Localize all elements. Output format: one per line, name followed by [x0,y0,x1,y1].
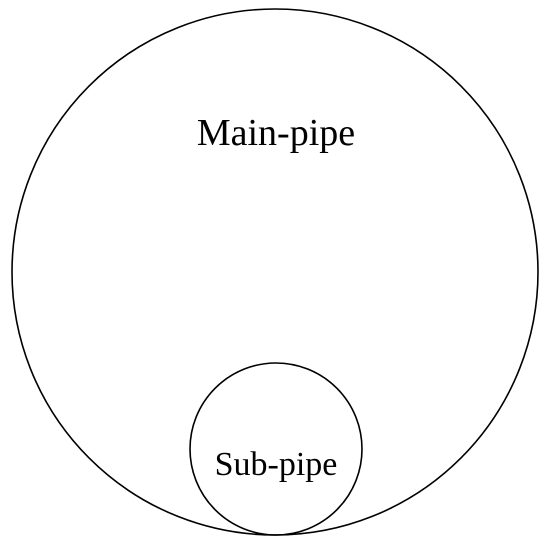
main-pipe-label: Main-pipe [197,112,355,154]
sub-pipe-label: Sub-pipe [215,446,338,483]
sub-pipe-circle [189,362,363,536]
